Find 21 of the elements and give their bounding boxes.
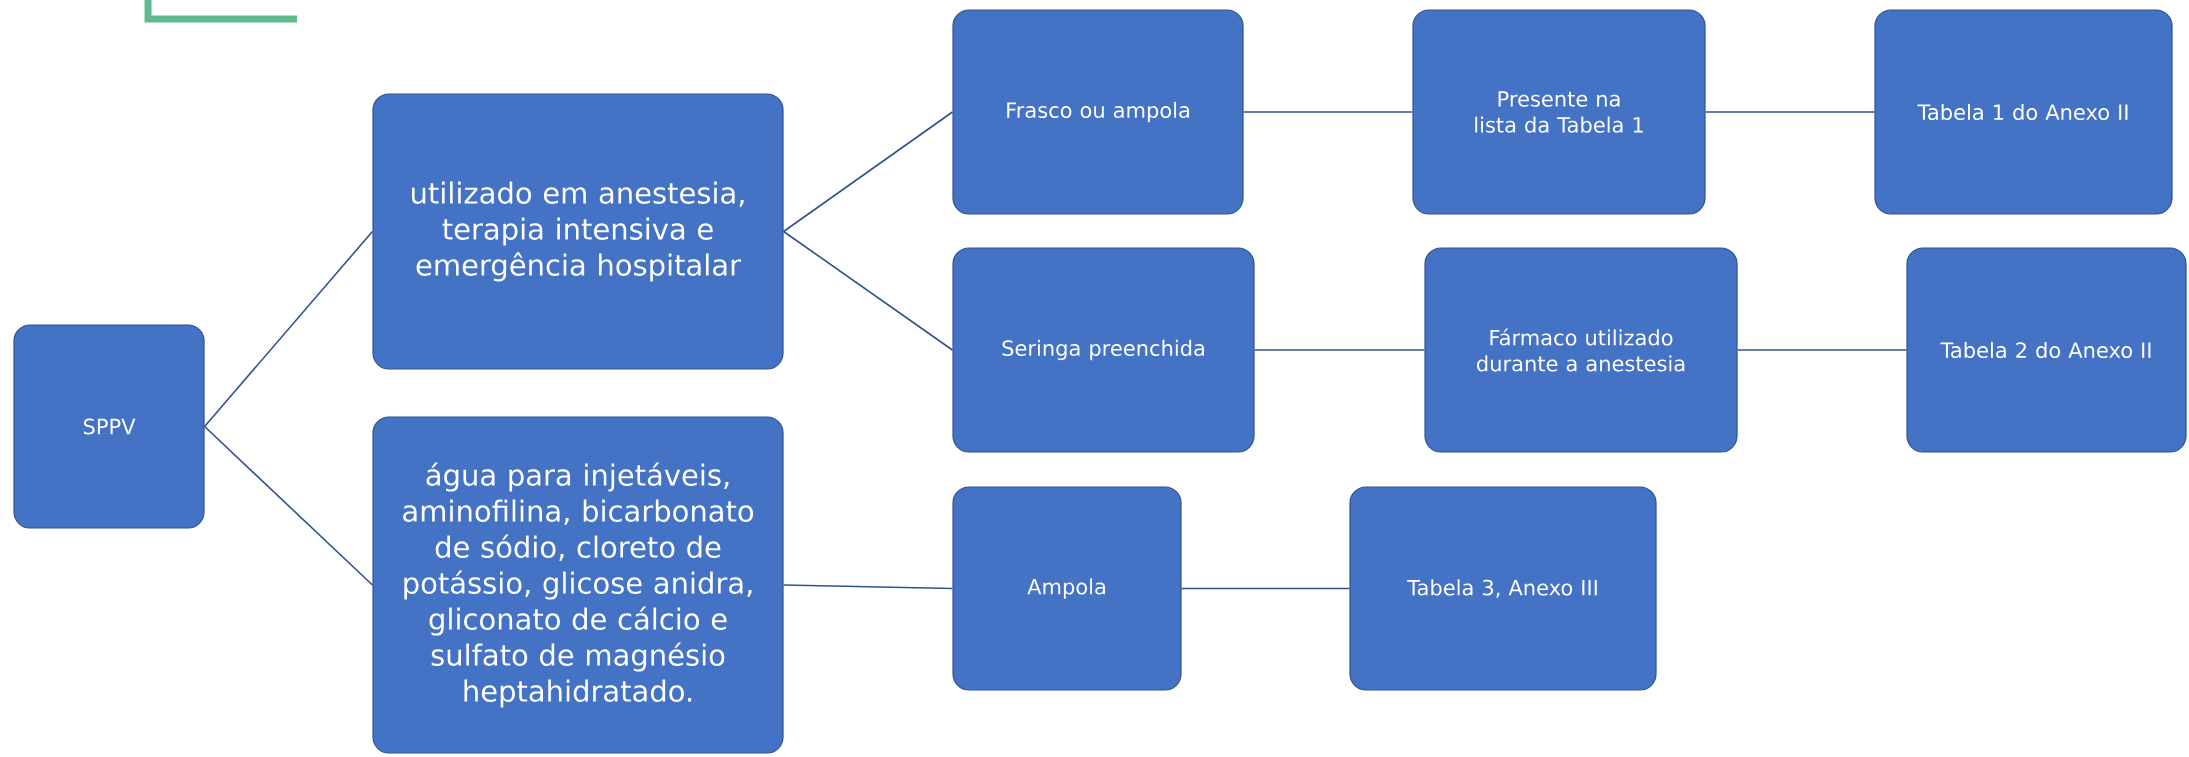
process-box: Tabela 1 do Anexo II <box>1874 9 2173 215</box>
process-box: Tabela 2 do Anexo II <box>1906 247 2187 453</box>
connector-line <box>1180 587 1351 590</box>
connector-line <box>1253 349 1426 351</box>
process-box: Seringa preenchida <box>952 247 1255 453</box>
connector-line <box>203 425 374 586</box>
connector-line <box>1736 349 1908 351</box>
process-box: água para injetáveis, aminofilina, bicarbonato de sódio, cloreto de potássio, glicose anidra, gliconato de cálcio e sulfato de magnésio heptahidratado. <box>372 416 784 754</box>
connector-line <box>1704 111 1876 113</box>
connector-line <box>782 111 954 233</box>
process-box: Presente na lista da Tabela 1 <box>1412 9 1706 215</box>
process-box: Ampola <box>952 486 1182 691</box>
connector-line <box>203 230 374 428</box>
process-box: Frasco ou ampola <box>952 9 1244 215</box>
process-box: SPPV <box>13 324 205 529</box>
connector-line <box>1242 111 1414 113</box>
connector-line <box>782 230 954 351</box>
connector-line <box>782 584 954 590</box>
process-box: Fármaco utilizado durante a anestesia <box>1424 247 1738 453</box>
process-box: Tabela 3, Anexo III <box>1349 486 1657 691</box>
process-box: utilizado em anestesia, terapia intensiva e emergência hospitalar <box>372 93 784 370</box>
